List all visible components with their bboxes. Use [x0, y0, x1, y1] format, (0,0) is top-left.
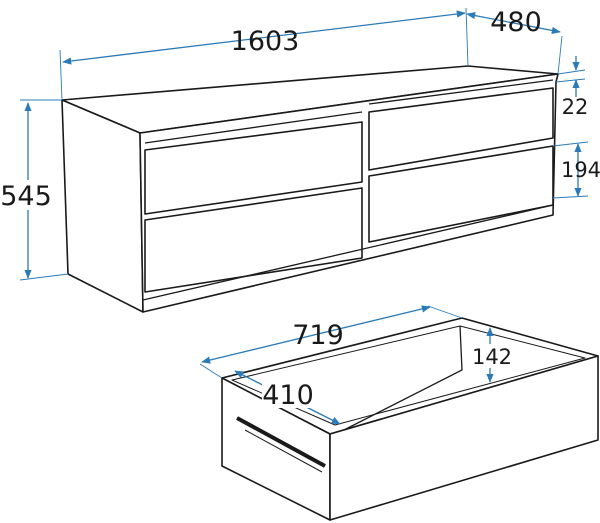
- width-dimension-line: [62, 10, 466, 65]
- plinth-line: [142, 204, 554, 301]
- depth-dimension-line: [466, 11, 561, 35]
- drawer-box: [221, 317, 599, 521]
- drawer-height-label: 194: [561, 158, 600, 182]
- depth-label: 480: [490, 7, 542, 38]
- drawer-runner: [244, 429, 323, 473]
- drawer-width-label: 719: [292, 320, 344, 351]
- drawer-front-bottom-left: [144, 187, 363, 293]
- dresser-dimensions: 1603 480 22 194 545: [0, 7, 600, 281]
- drawer-front-top-left: [144, 121, 363, 215]
- drawer-inner-edge: [339, 325, 463, 433]
- drawer-inner-height-label: 142: [472, 345, 512, 369]
- drawer-runner: [236, 416, 326, 468]
- width-label: 1603: [231, 26, 300, 57]
- top-edge-line: [368, 79, 554, 105]
- drawer-front-top-right: [368, 87, 554, 171]
- drawer-dimensions: 719 142 410: [199, 305, 512, 425]
- dresser: [61, 65, 559, 313]
- height-label: 545: [0, 181, 52, 212]
- dresser-side-panel: [61, 99, 144, 313]
- drawer-depth-label: 410: [262, 380, 314, 411]
- drawer-width-dimension-line: [201, 305, 431, 364]
- drawer-front: [329, 355, 599, 521]
- top-edge-line: [144, 111, 363, 144]
- top-thickness-label: 22: [562, 95, 589, 119]
